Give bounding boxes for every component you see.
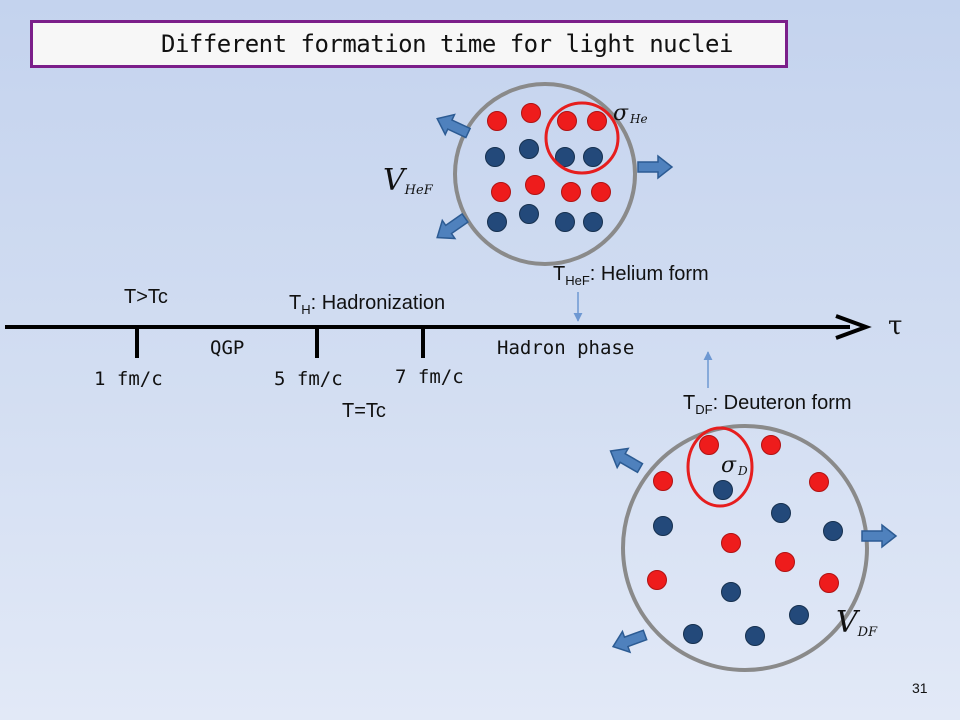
neutron xyxy=(487,212,507,232)
proton xyxy=(721,533,741,553)
neutron xyxy=(745,626,765,646)
time-axis-arrowhead xyxy=(835,314,872,340)
neutron xyxy=(713,480,733,500)
v-hef-symbol: VHeF xyxy=(383,163,434,198)
neutron xyxy=(683,624,703,644)
tick-1fm-label: 1 fm/c xyxy=(94,368,163,390)
proton xyxy=(775,552,795,572)
deuteron-form-sub: DF xyxy=(695,402,713,417)
proton xyxy=(587,111,607,131)
proton xyxy=(809,472,829,492)
deuteron-form-t: T xyxy=(683,392,696,414)
neutron xyxy=(771,503,791,523)
proton xyxy=(557,111,577,131)
proton xyxy=(591,182,611,202)
slide-title: Different formation time for light nucle… xyxy=(161,30,733,58)
hadronization-sub: H xyxy=(301,302,311,317)
neutron xyxy=(485,147,505,167)
expansion-arrow xyxy=(609,447,644,474)
tick-7fm-label: 7 fm/c xyxy=(395,366,464,388)
deuteron-fireball-boundary xyxy=(621,424,869,672)
helium-expansion-arrows xyxy=(436,113,674,240)
t-eq-tc-label: T=Tc xyxy=(342,400,386,422)
neutron xyxy=(519,204,539,224)
proton xyxy=(819,573,839,593)
hadron-phase-label: Hadron phase xyxy=(497,337,635,359)
deuteron-form-label: TDF: Deuteron form xyxy=(683,392,852,417)
deuteron-fireball xyxy=(609,424,898,672)
neutron xyxy=(519,139,539,159)
deuteron-form-text: : Deuteron form xyxy=(712,392,852,414)
deuteron-cluster-ring xyxy=(686,426,754,508)
expansion-arrow xyxy=(861,523,898,549)
helium-form-sub: HeF xyxy=(565,273,590,288)
proton xyxy=(491,182,511,202)
page-number: 31 xyxy=(912,680,928,696)
v-df-symbol: VDF xyxy=(836,605,878,640)
proton xyxy=(525,175,545,195)
helium-form-text: : Helium form xyxy=(589,263,709,285)
qgp-label: QGP xyxy=(210,337,245,359)
hadronization-t: T xyxy=(289,292,302,314)
neutron xyxy=(583,212,603,232)
expansion-arrow xyxy=(436,212,469,240)
deuteron-nucleons xyxy=(647,435,843,646)
expansion-arrow xyxy=(436,113,472,139)
proton xyxy=(487,111,507,131)
helium-fireball xyxy=(436,82,674,266)
neutron xyxy=(555,147,575,167)
deuteron-expansion-arrows xyxy=(609,447,898,654)
t-gt-tc-label: T>Tc xyxy=(124,286,168,308)
helium-fireball-boundary xyxy=(453,82,637,266)
neutron xyxy=(583,147,603,167)
helium-nucleons xyxy=(485,103,611,232)
neutron xyxy=(721,582,741,602)
proton xyxy=(761,435,781,455)
helium-cluster-ring xyxy=(544,101,620,175)
proton xyxy=(647,570,667,590)
hadronization-label: TH: Hadronization xyxy=(289,292,446,317)
hadronization-text: : Hadronization xyxy=(310,292,446,314)
proton xyxy=(521,103,541,123)
proton xyxy=(699,435,719,455)
neutron xyxy=(555,212,575,232)
neutron xyxy=(789,605,809,625)
neutron xyxy=(823,521,843,541)
neutron xyxy=(653,516,673,536)
expansion-arrow xyxy=(611,629,648,654)
expansion-arrow xyxy=(637,154,674,180)
title-box: Different formation time for light nucle… xyxy=(30,20,788,68)
tau-axis-label: τ xyxy=(888,311,903,341)
helium-form-label: THeF: Helium form xyxy=(553,263,709,288)
proton xyxy=(561,182,581,202)
tick-5fm-label: 5 fm/c xyxy=(274,368,343,390)
helium-form-t: T xyxy=(553,263,566,285)
proton xyxy=(653,471,673,491)
